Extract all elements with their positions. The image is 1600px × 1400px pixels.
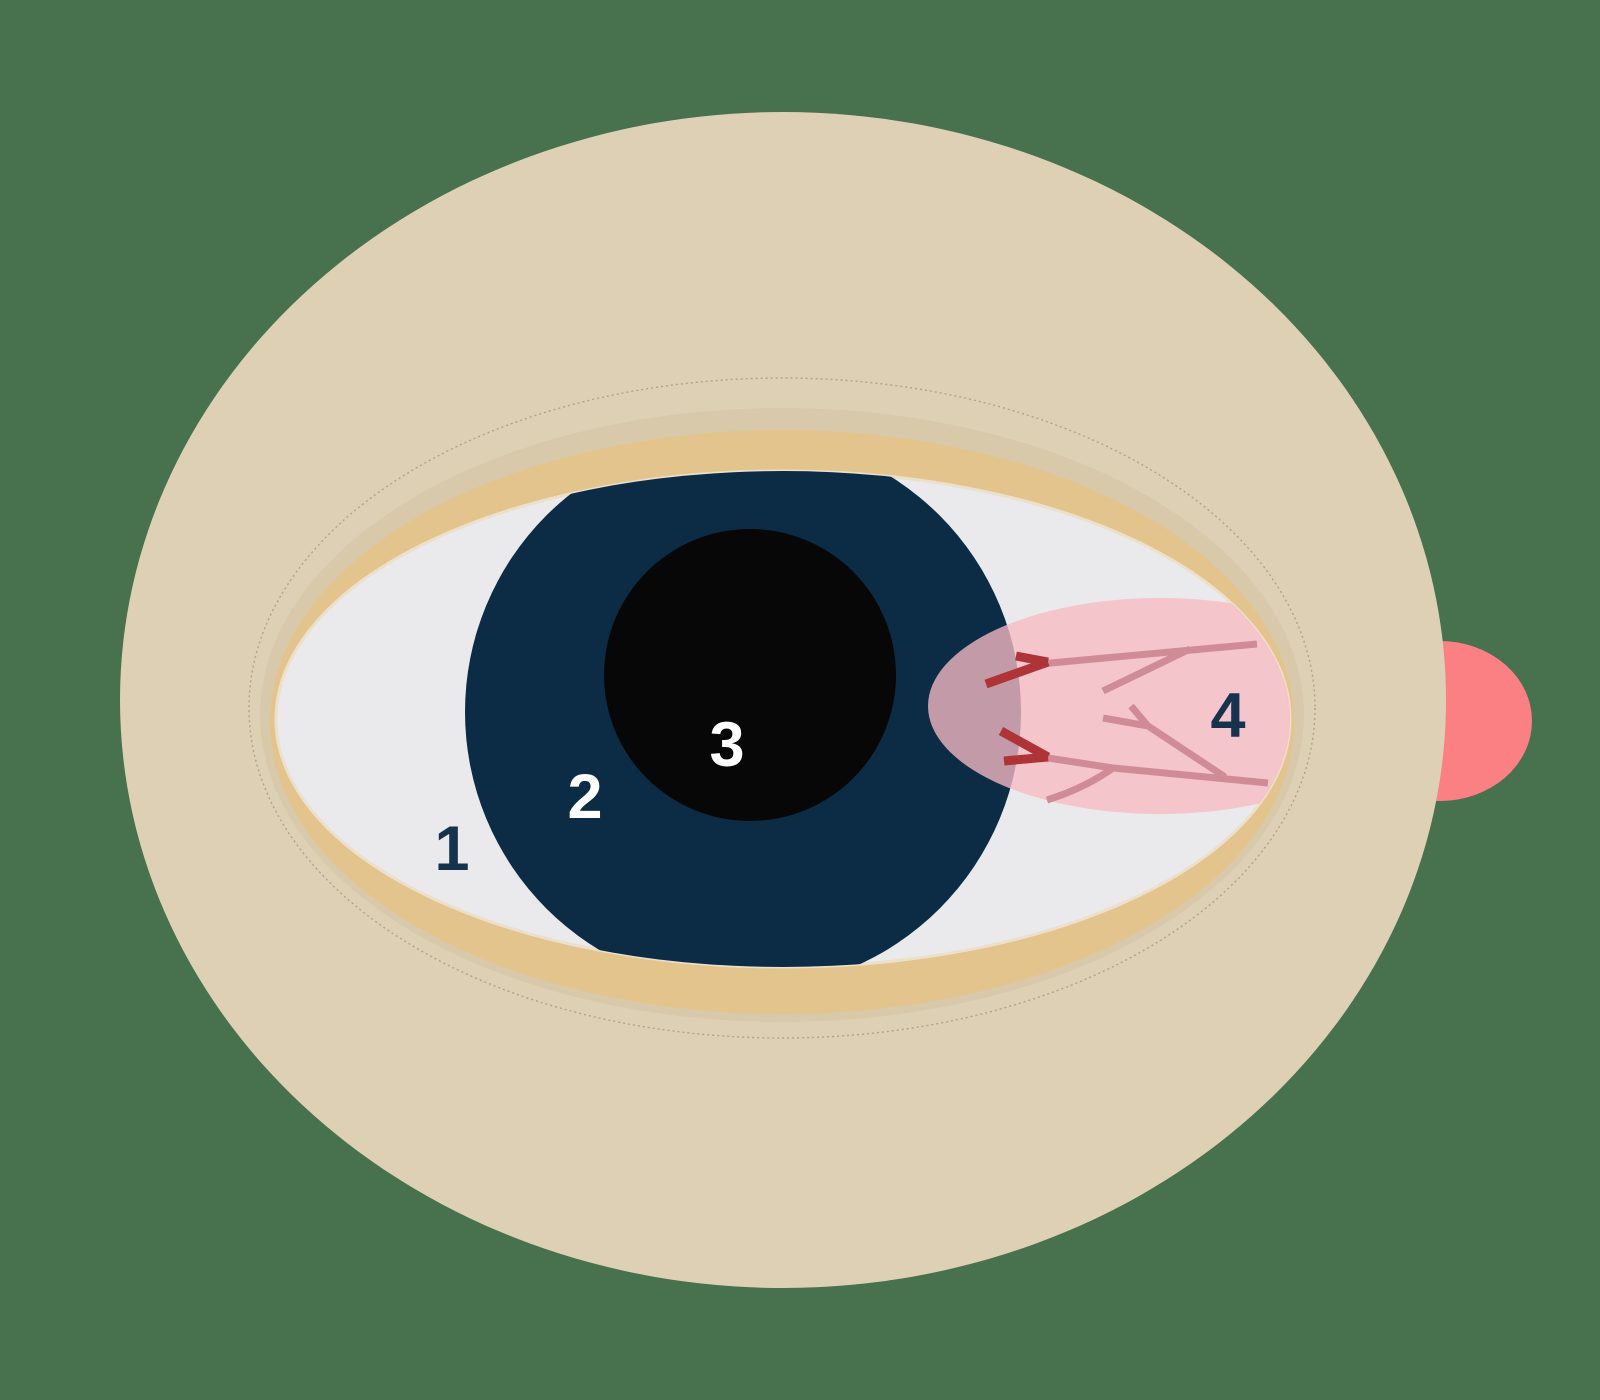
vessel-branch-middle-icon xyxy=(1128,703,1151,729)
eyelid-crease-line xyxy=(248,377,1316,1039)
vessel-arrow-upper-barb-icon xyxy=(1015,651,1049,667)
vessel-arrow-upper-shaft-icon xyxy=(984,657,1050,689)
vessel-line-upper-icon xyxy=(1039,640,1258,668)
vessel-branches xyxy=(1039,640,1269,804)
vessel-arrow-lower-barb-icon xyxy=(1003,752,1049,766)
label-sclera-1: 1 xyxy=(434,814,469,884)
vessel-branch-lower-icon xyxy=(1045,765,1116,804)
label-pupil-3: 3 xyxy=(709,710,744,780)
vessel-arrows xyxy=(984,651,1051,766)
vessel-branch-upper-icon xyxy=(1101,645,1192,695)
pupil-region xyxy=(604,529,896,821)
label-pterygium-4: 4 xyxy=(1210,681,1245,751)
label-iris-2: 2 xyxy=(567,762,602,832)
vessel-arrow-lower-shaft-icon xyxy=(998,727,1051,761)
